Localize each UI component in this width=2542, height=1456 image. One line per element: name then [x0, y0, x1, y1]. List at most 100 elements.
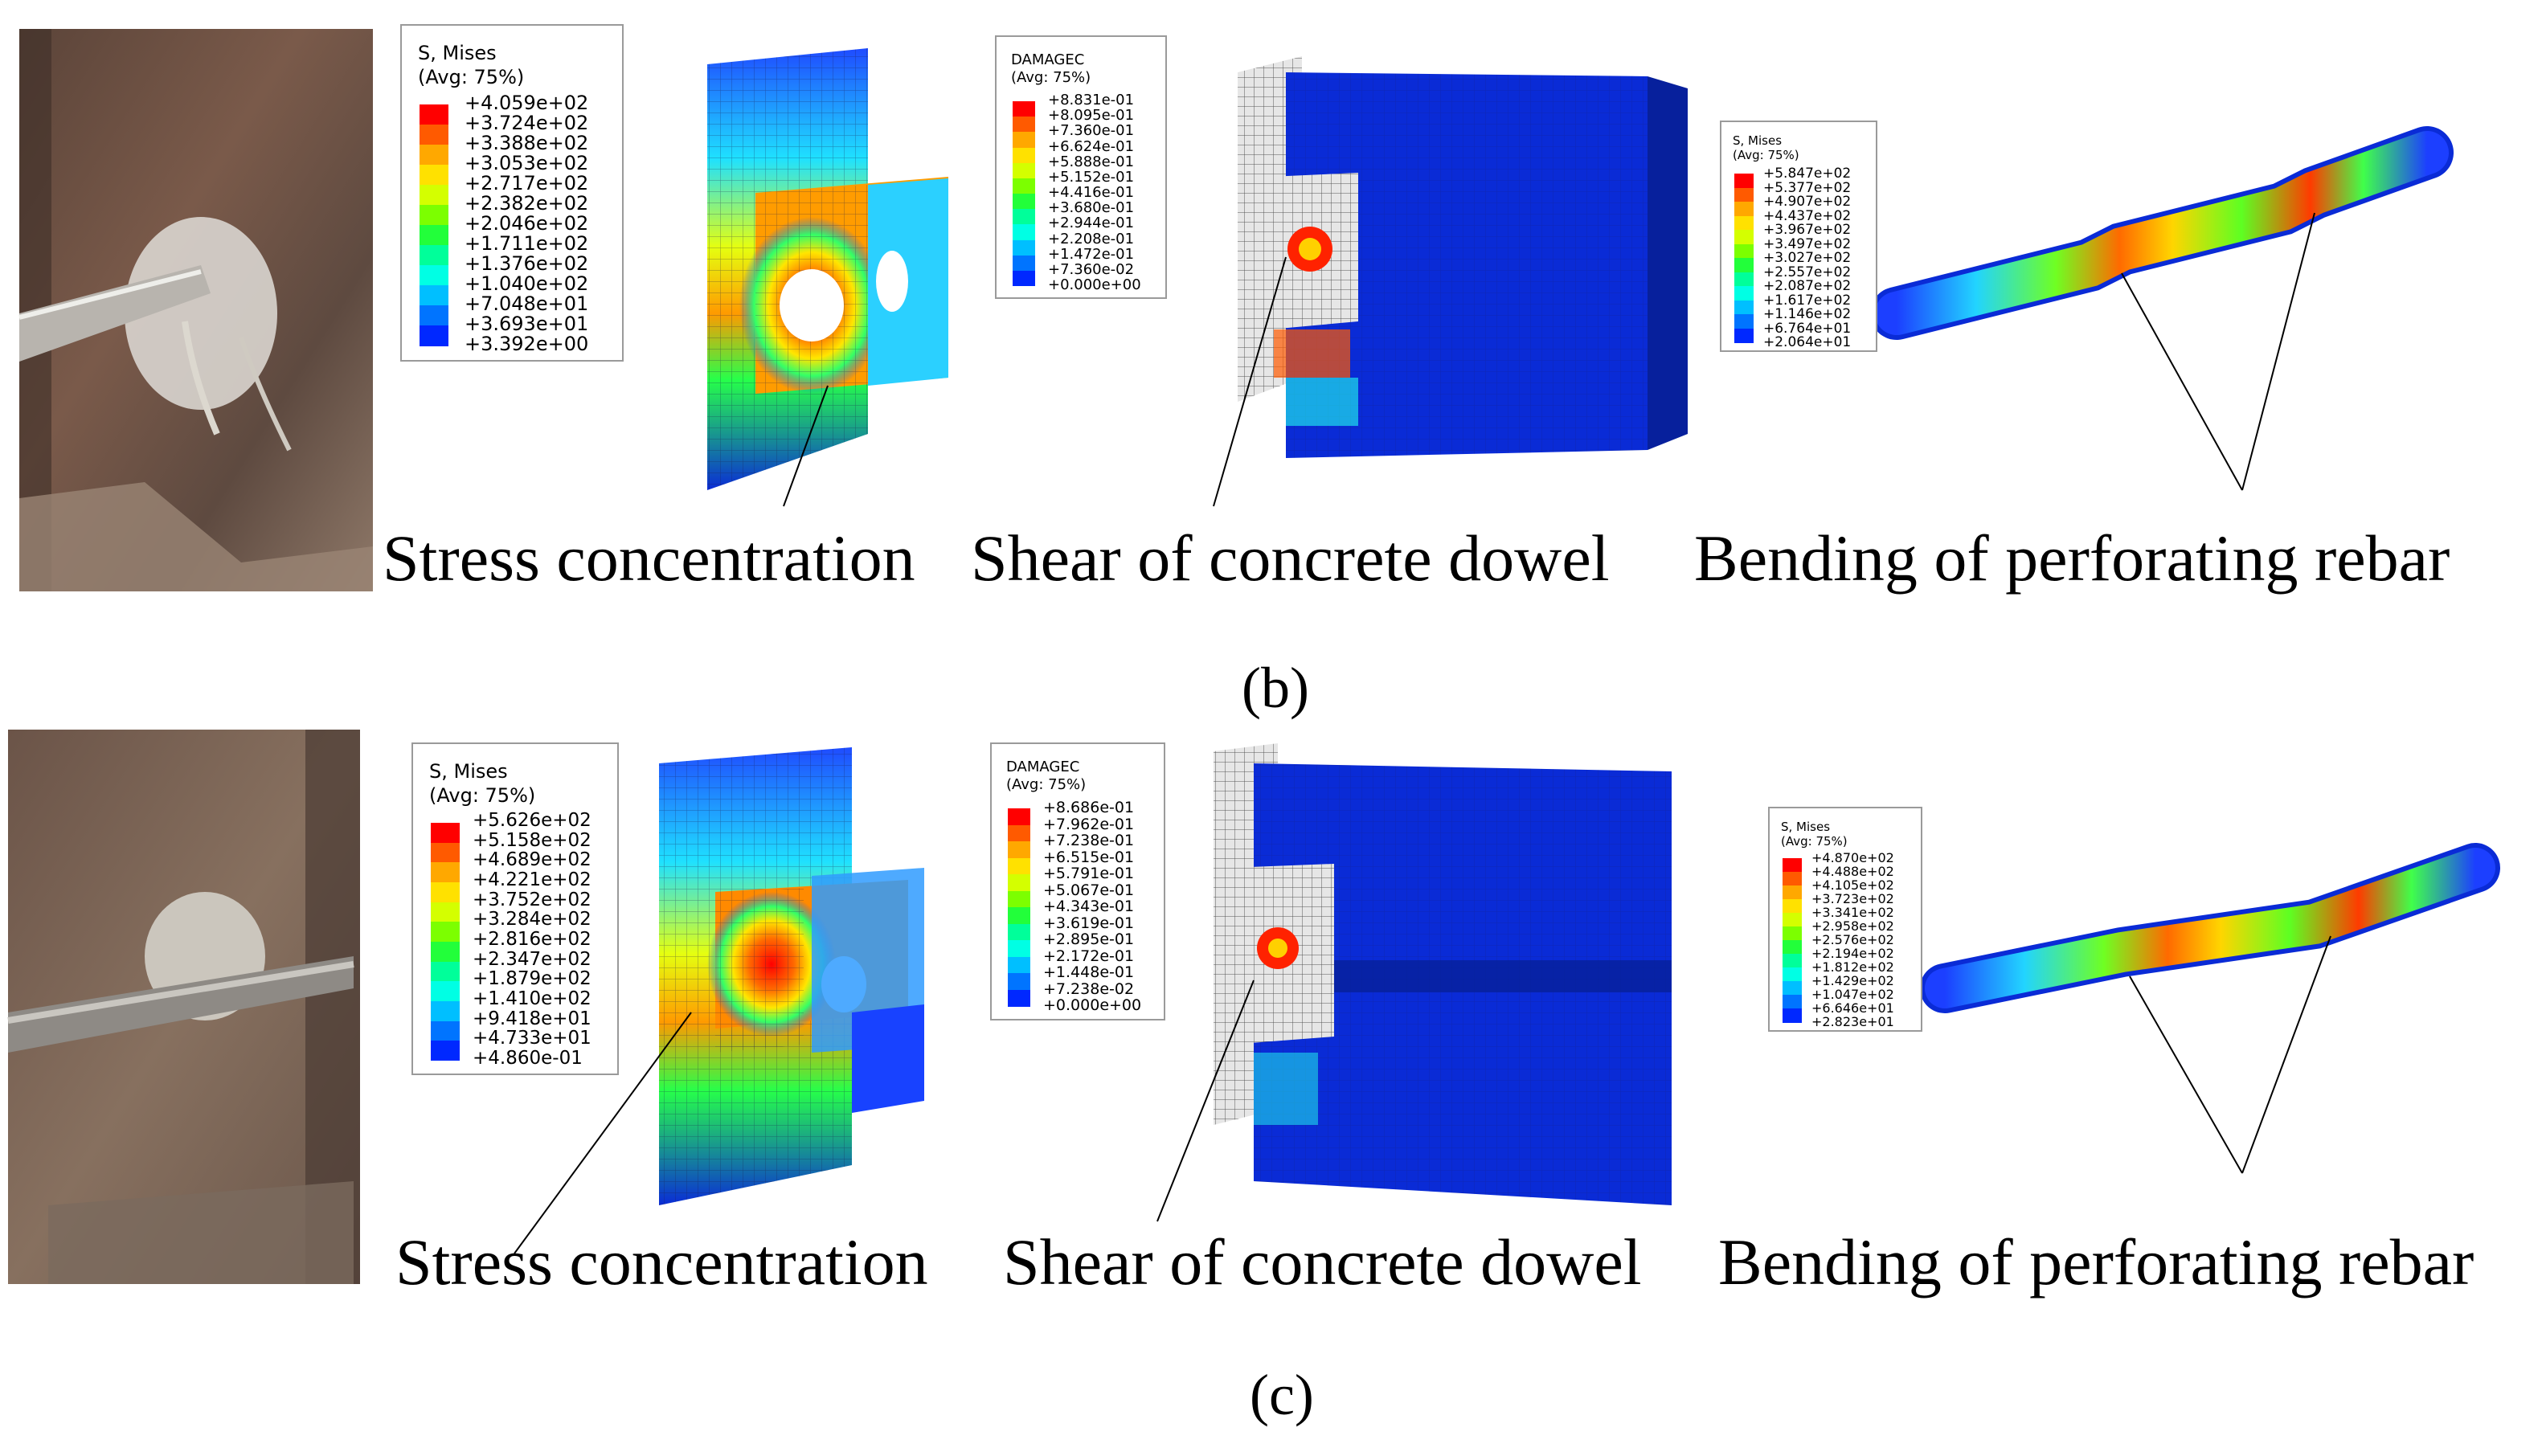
panel-label-b: (b) [1242, 656, 1309, 720]
legend-mises-c3: S, Mises (Avg: 75%) +4.870e+02+4.488e+02… [1768, 807, 1922, 1032]
legend-color-cell [420, 125, 448, 145]
legend-value: +2.194e+02 [1811, 946, 1894, 961]
legend-color-cell [1008, 890, 1030, 908]
legend-value: +1.146e+02 [1763, 306, 1852, 322]
legend-value: +1.040e+02 [465, 272, 589, 295]
legend-value: +7.360e-02 [1048, 260, 1135, 278]
legend-value: +3.619e-01 [1043, 914, 1135, 932]
legend-colorbar [1783, 858, 1802, 1023]
legend-color-cell [1783, 872, 1802, 886]
legend-value: +4.343e-01 [1043, 898, 1135, 915]
legend-color-cell [1013, 255, 1035, 272]
legend-color-cell [1734, 202, 1754, 216]
legend-color-cell [431, 942, 460, 963]
legend-value: +7.962e-01 [1043, 815, 1135, 833]
legend-value: +6.646e+01 [1811, 1000, 1894, 1016]
legend-color-cell [420, 104, 448, 125]
legend-value: +0.000e+00 [1048, 276, 1141, 293]
legend-color-cell [1783, 1008, 1802, 1023]
legend-value: +1.047e+02 [1811, 987, 1894, 1002]
legend-color-cell [420, 325, 448, 346]
legend-value: +1.879e+02 [473, 968, 591, 990]
legend-colorbar [1734, 174, 1754, 343]
legend-color-cell [1013, 147, 1035, 164]
legend-colorbar [420, 104, 448, 346]
legend-value: +7.048e+01 [465, 292, 589, 315]
legend-value: +2.382e+02 [465, 192, 589, 215]
legend-color-cell [1008, 989, 1030, 1007]
legend-damage-c2: DAMAGEC (Avg: 75%) +8.686e-01+7.962e-01+… [990, 742, 1165, 1020]
legend-value: +2.064e+01 [1763, 334, 1852, 350]
legend-value: +4.689e+02 [473, 849, 591, 871]
legend-title: DAMAGEC [1006, 759, 1080, 775]
legend-colorbar [431, 823, 460, 1061]
legend-color-cell [420, 305, 448, 326]
legend-color-cell [431, 882, 460, 903]
legend-color-cell [1734, 300, 1754, 315]
legend-value: +3.341e+02 [1811, 905, 1894, 920]
legend-color-cell [1783, 858, 1802, 873]
legend-color-cell [1008, 940, 1030, 957]
legend-value: +4.105e+02 [1811, 877, 1894, 893]
legend-color-cell [1734, 230, 1754, 244]
legend-value: +3.053e+02 [465, 152, 589, 174]
legend-color-cell [1783, 954, 1802, 968]
legend-value: +2.557e+02 [1763, 264, 1852, 280]
legend-value: +1.376e+02 [465, 252, 589, 275]
fe-model-stress-plate-c [514, 747, 924, 1254]
legend-color-cell [1008, 874, 1030, 891]
legend-subtitle: (Avg: 75%) [1733, 148, 1799, 162]
legend-value: +1.429e+02 [1811, 973, 1894, 988]
legend-color-cell [1783, 981, 1802, 996]
legend-value: +7.360e-01 [1048, 122, 1135, 140]
legend-value: +5.626e+02 [473, 810, 591, 831]
legend-value: +7.238e-01 [1043, 832, 1135, 849]
legend-color-cell [1008, 907, 1030, 924]
legend-color-cell [420, 265, 448, 286]
legend-value: +3.967e+02 [1763, 222, 1852, 238]
legend-mises-b1: S, Mises (Avg: 75%) +4.059e+02+3.724e+02… [400, 24, 624, 362]
legend-color-cell [1734, 328, 1754, 343]
legend-color-cell [1013, 162, 1035, 179]
legend-value: +2.172e-01 [1043, 947, 1135, 965]
legend-title: S, Mises [1733, 133, 1783, 148]
legend-damage-b2: DAMAGEC (Avg: 75%) +8.831e-01+8.095e-01+… [995, 35, 1167, 299]
legend-color-cell [1008, 857, 1030, 875]
legend-value: +2.816e+02 [473, 929, 591, 950]
legend-color-cell [1008, 841, 1030, 858]
legend-color-cell [1013, 194, 1035, 210]
caption-bending-rebar-b: Bending of perforating rebar [1694, 521, 2450, 595]
legend-value: +1.711e+02 [465, 232, 589, 255]
legend-colorbar [1013, 101, 1035, 287]
legend-value: +3.693e+01 [465, 313, 589, 335]
legend-value: +2.823e+01 [1811, 1014, 1894, 1029]
legend-color-cell [420, 285, 448, 306]
legend-color-cell [1734, 286, 1754, 301]
legend-value: +6.515e-01 [1043, 848, 1135, 866]
legend-color-cell [1008, 956, 1030, 974]
fe-model-rebar-bending-b [1870, 126, 2454, 491]
legend-color-cell [1734, 258, 1754, 272]
legend-value: +4.870e+02 [1811, 850, 1894, 865]
fe-model-rebar-bending-c [1920, 843, 2500, 1174]
legend-color-cell [431, 823, 460, 844]
legend-color-cell [1734, 187, 1754, 202]
legend-value: +6.764e+01 [1763, 320, 1852, 337]
legend-color-cell [431, 1001, 460, 1022]
legend-value: +1.448e-01 [1043, 963, 1135, 981]
legend-color-cell [420, 165, 448, 186]
legend-color-cell [1013, 178, 1035, 194]
photo-specimen-b [18, 29, 373, 591]
legend-color-cell [420, 225, 448, 246]
legend-value: +8.095e-01 [1048, 107, 1135, 125]
legend-value: +3.680e-01 [1048, 199, 1135, 217]
legend-color-cell [1783, 885, 1802, 900]
legend-color-cell [1734, 272, 1754, 287]
legend-value: +3.284e+02 [473, 909, 591, 930]
legend-color-cell [1783, 926, 1802, 941]
caption-stress-concentration-c: Stress concentration [395, 1225, 928, 1299]
legend-value: +7.238e-02 [1043, 980, 1135, 998]
legend-color-cell [420, 205, 448, 226]
legend-color-cell [431, 922, 460, 943]
legend-color-cell [420, 145, 448, 166]
